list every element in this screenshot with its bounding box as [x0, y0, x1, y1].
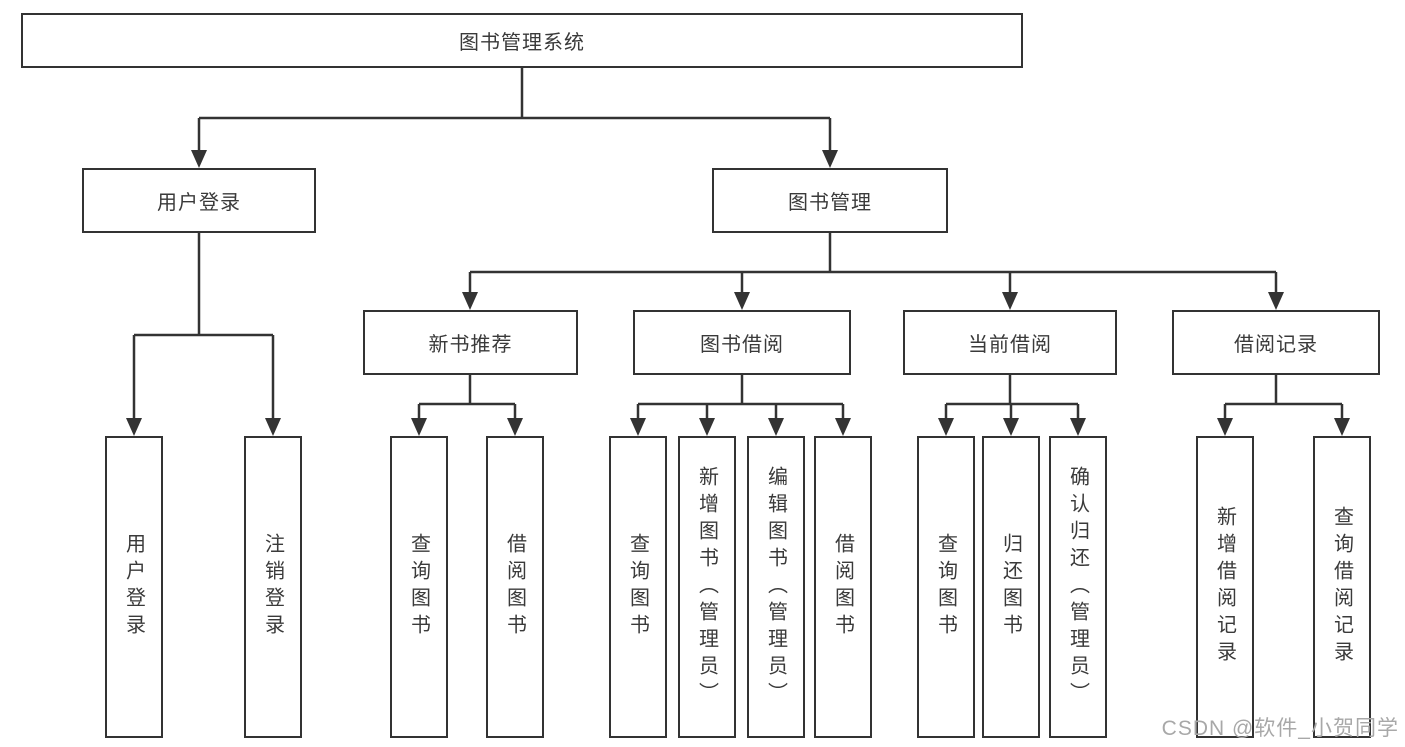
node-book-management: 图书管理	[712, 168, 948, 233]
arrowhead	[1217, 418, 1350, 436]
leaf-recommend-query-books: 查询图书	[390, 436, 448, 738]
connector-borrow-records-to-leaves	[1223, 375, 1344, 420]
arrowhead	[411, 418, 523, 436]
node-root-library-management-system: 图书管理系统	[21, 13, 1023, 68]
arrowhead	[126, 418, 281, 436]
leaf-borrow-query-books: 查询图书	[609, 436, 667, 738]
connector-book-borrow-to-leaves	[636, 375, 845, 420]
arrowhead	[462, 292, 1284, 310]
leaf-recommend-borrow-books: 借阅图书	[486, 436, 544, 738]
arrowhead	[630, 418, 851, 436]
connector-root-to-level1	[197, 68, 832, 152]
node-user-login: 用户登录	[82, 168, 316, 233]
node-borrow-records: 借阅记录	[1172, 310, 1380, 375]
node-current-borrow: 当前借阅	[903, 310, 1117, 375]
connector-current-borrow-to-leaves	[944, 375, 1080, 420]
node-book-borrow: 图书借阅	[633, 310, 851, 375]
leaf-borrow-edit-books-admin: 编辑图书（管理员）	[747, 436, 805, 738]
leaf-current-return-books: 归还图书	[982, 436, 1040, 738]
node-new-book-recommend: 新书推荐	[363, 310, 578, 375]
connector-new-book-recommend-to-leaves	[417, 375, 517, 420]
connector-book-management-to-level2	[468, 233, 1278, 294]
leaf-current-query-books: 查询图书	[917, 436, 975, 738]
leaf-borrow-add-books-admin: 新增图书（管理员）	[678, 436, 736, 738]
leaf-records-add-borrow-record: 新增借阅记录	[1196, 436, 1254, 738]
leaf-borrow-borrow-books: 借阅图书	[814, 436, 872, 738]
leaf-user-login: 用户登录	[105, 436, 163, 738]
connector-user-login-to-leaves	[132, 233, 275, 420]
arrowhead	[938, 418, 1086, 436]
csdn-watermark: CSDN @软件_小贺同学	[1161, 717, 1399, 740]
leaf-records-query-borrow-record: 查询借阅记录	[1313, 436, 1371, 738]
leaf-logout: 注销登录	[244, 436, 302, 738]
leaf-current-confirm-return-admin: 确认归还（管理员）	[1049, 436, 1107, 738]
arrowhead	[191, 150, 838, 168]
